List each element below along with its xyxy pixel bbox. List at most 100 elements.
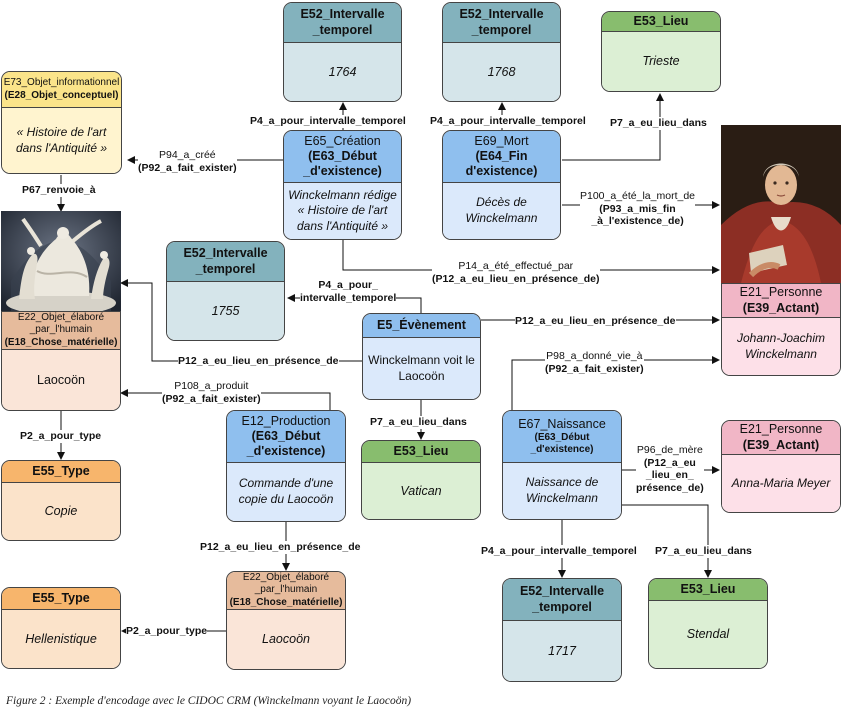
- node-head-class: (E64_Fin d'existence): [465, 148, 538, 179]
- edge-label: P12_a_eu_lieu_en_présence_de: [200, 541, 361, 554]
- figure-caption: Figure 2 : Exemple d'encodage avec le CI…: [6, 695, 412, 707]
- node-body: Winckelmann rédige « Histoire de l'art d…: [284, 183, 401, 239]
- node-body: Hellenistique: [2, 610, 120, 668]
- node-e52-1717: E52_Intervalle _temporel 1717: [502, 578, 622, 682]
- node-head-class: (E63_Début _d'existence): [530, 431, 594, 456]
- node-head: E21_Personne: [739, 422, 823, 437]
- node-e12: E12_Production (E63_Début _d'existence) …: [226, 410, 346, 522]
- node-body: Laocoön: [2, 350, 120, 410]
- edge-e67-jj: [511, 356, 720, 410]
- node-head: E73_Objet_informationnel: [3, 77, 120, 89]
- node-e21-winckelmann: E21_Personne (E39_Actant) Johann-Joachim…: [721, 283, 841, 376]
- node-body: 1764: [284, 43, 401, 101]
- edge-label-line2: (P93_a_mis_fin _à_l'existence_de): [591, 202, 684, 228]
- node-head: E52_Intervalle _temporel: [443, 3, 560, 43]
- node-head-class: (E18_Chose_matérielle): [4, 336, 118, 348]
- edge-label: P94_a_créé (P92_a_fait_exister): [138, 149, 237, 175]
- node-e65: E65_Création (E63_Début _d'existence) Wi…: [283, 130, 402, 240]
- node-head: E12_Production: [241, 413, 331, 428]
- edge-e69-trieste: [562, 93, 664, 161]
- node-head: E5_Évènement: [363, 314, 480, 338]
- winckelmann-portrait-image: [721, 125, 841, 283]
- node-body: Stendal: [649, 601, 767, 668]
- edge-label: P96_de_mère (P12_a_eu _lieu_en_ présence…: [636, 444, 704, 495]
- node-body: 1768: [443, 43, 560, 101]
- edge-label-line1: P98_a_donné_vie_à: [546, 350, 643, 362]
- edge-label: P67_renvoie_à: [22, 184, 96, 197]
- node-e53-stendal: E53_Lieu Stendal: [648, 578, 768, 669]
- node-head-class: (E39_Actant): [742, 300, 820, 315]
- edge-label-line2: intervalle_temporel: [300, 291, 397, 304]
- node-head: E65_Création: [304, 133, 381, 148]
- edge-label: P12_a_eu_lieu_en_présence_de: [178, 355, 339, 368]
- edge-label-line1: P96_de_mère: [636, 444, 703, 456]
- node-body: Commande d'une copie du Laocoön: [227, 463, 345, 521]
- edge-label: P4_a_pour_ intervalle_temporel: [300, 279, 397, 305]
- edge-label-line1: P100_a_été_la_mort_de: [580, 190, 696, 202]
- edge-label-line1: P94_a_créé: [159, 149, 216, 161]
- edge-label: P4_a_pour_intervalle_temporel: [430, 115, 586, 128]
- node-e52-1764: E52_Intervalle _temporel 1764: [283, 2, 402, 102]
- node-body: « Histoire de l'art dans l'Antiquité »: [2, 108, 121, 173]
- node-head: E22_Objet_élaboré _par_l'humain: [242, 572, 330, 596]
- edge-label: P7_a_eu_lieu_dans: [610, 117, 707, 130]
- edge-label: P14_a_été_effectué_par (P12_a_eu_lieu_en…: [432, 260, 600, 286]
- node-body: Copie: [2, 483, 120, 540]
- laocoon-sculpture-image: [1, 211, 121, 312]
- edge-label-line2: (P12_a_eu_lieu_en_présence_de): [432, 272, 600, 285]
- node-body: Johann-Joachim Winckelmann: [722, 318, 840, 375]
- node-head: E67_Naissance: [518, 416, 606, 431]
- edge-label: P2_a_pour_type: [126, 625, 208, 638]
- node-e53-trieste: E53_Lieu Trieste: [601, 11, 721, 92]
- edge-label: P98_a_donné_vie_à (P92_a_fait_exister): [545, 350, 644, 376]
- edge-label-line2: (P12_a_eu _lieu_en_ présence_de): [636, 456, 704, 494]
- edge-label: P7_a_eu_lieu_dans: [655, 545, 752, 558]
- node-e67: E67_Naissance (E63_Début _d'existence) N…: [502, 410, 622, 520]
- node-head: E55_Type: [2, 588, 120, 610]
- node-e22-top: E22_Objet_élaboré _par_l'humain (E18_Cho…: [1, 311, 121, 411]
- edge-label-line2: (P92_a_fait_exister): [138, 161, 237, 174]
- edge-label-line2: (P92_a_fait_exister): [162, 392, 261, 405]
- node-body: Vatican: [362, 463, 480, 519]
- node-e55-copie: E55_Type Copie: [1, 460, 121, 541]
- node-head: E53_Lieu: [602, 12, 720, 32]
- edge-label: P108_a_produit (P92_a_fait_exister): [162, 380, 261, 406]
- node-e55-hellenistique: E55_Type Hellenistique: [1, 587, 121, 669]
- node-head-class: (E28_Objet_conceptuel): [4, 89, 119, 101]
- node-body: Laocoön: [227, 610, 345, 669]
- edge-label-line1: P14_a_été_effectué_par: [458, 260, 574, 272]
- edge-label: P2_a_pour_type: [20, 430, 102, 443]
- node-e52-1755: E52_Intervalle _temporel 1755: [166, 241, 285, 341]
- edge-label: P4_a_pour_intervalle_temporel: [481, 545, 637, 558]
- node-e69: E69_Mort (E64_Fin d'existence) Décès de …: [442, 130, 561, 240]
- edge-e67-stendal: [622, 504, 712, 578]
- node-head: E53_Lieu: [649, 579, 767, 601]
- node-body: Naissance de Winckelmann: [503, 463, 621, 519]
- edge-label-line2: (P92_a_fait_exister): [545, 362, 644, 375]
- node-body: 1755: [167, 282, 284, 340]
- node-body: Anna-Maria Meyer: [722, 455, 840, 512]
- node-body: Décès de Winckelmann: [443, 183, 560, 239]
- node-e5: E5_Évènement Winckelmann voit le Laocoön: [362, 313, 481, 400]
- node-body: 1717: [503, 621, 621, 681]
- node-head: E55_Type: [2, 461, 120, 483]
- node-head: E53_Lieu: [362, 441, 480, 463]
- edge-label: P12_a_eu_lieu_en_présence_de: [515, 315, 676, 328]
- node-head: E69_Mort: [474, 133, 529, 148]
- edge-label-line1: P108_a_produit: [174, 380, 249, 392]
- node-head-class: (E18_Chose_matérielle): [229, 596, 343, 608]
- node-e21-anna-maria: E21_Personne (E39_Actant) Anna-Maria Mey…: [721, 420, 841, 513]
- edge-label: P100_a_été_la_mort_de (P93_a_mis_fin _à_…: [580, 190, 696, 228]
- node-e22-bottom: E22_Objet_élaboré _par_l'humain (E18_Cho…: [226, 571, 346, 670]
- node-e73: E73_Objet_informationnel (E28_Objet_conc…: [1, 71, 122, 174]
- node-head: E22_Objet_élaboré _par_l'humain: [17, 312, 105, 336]
- edge-label-line1: P4_a_pour_: [318, 279, 378, 291]
- node-head-class: (E63_Début _d'existence): [303, 148, 382, 179]
- node-head: E52_Intervalle _temporel: [503, 579, 621, 621]
- edge-label: P4_a_pour_intervalle_temporel: [250, 115, 406, 128]
- node-head-class: (E39_Actant): [742, 437, 820, 452]
- node-body: Winckelmann voit le Laocoön: [363, 338, 480, 399]
- node-head: E52_Intervalle _temporel: [167, 242, 284, 282]
- node-e53-vatican: E53_Lieu Vatican: [361, 440, 481, 520]
- edge-label: P7_a_eu_lieu_dans: [370, 416, 467, 429]
